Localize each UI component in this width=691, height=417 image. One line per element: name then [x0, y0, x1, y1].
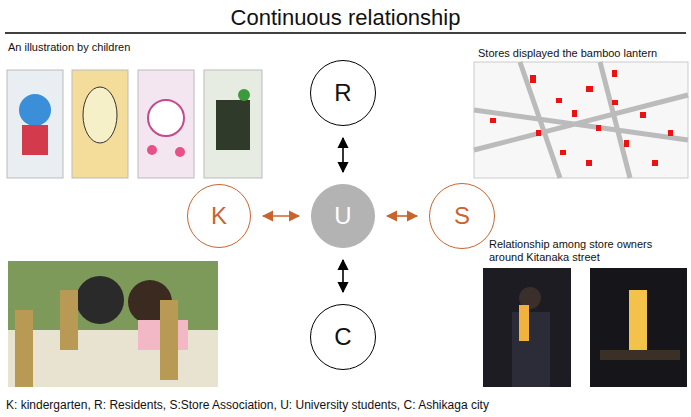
- caption-note: An illustration by children: [8, 41, 258, 54]
- node-letter: K: [211, 204, 227, 228]
- lantern-photos: [483, 268, 687, 387]
- relation-arrow: [342, 138, 344, 172]
- drawing-figure: [148, 100, 184, 136]
- bamboo: [15, 310, 33, 387]
- node-letter: R: [334, 81, 351, 105]
- map-ground: [474, 62, 688, 178]
- node-letter: C: [334, 325, 351, 349]
- relation-circle: K: [187, 184, 251, 248]
- relation-arrow: [342, 260, 344, 292]
- drawing-card: [204, 70, 262, 178]
- bamboo: [60, 290, 78, 350]
- photo-ground: [600, 350, 680, 360]
- store-marks: [490, 70, 673, 166]
- relation-circle: S: [429, 183, 495, 249]
- drawing-figure: [175, 147, 185, 157]
- drawing-figure: [238, 89, 250, 101]
- drawing-card: [72, 70, 128, 178]
- caption-note: Stores displayed the bamboo lantern: [478, 47, 688, 60]
- drawing-figure: [147, 145, 157, 155]
- photo-ground: [590, 268, 687, 387]
- relation-circle: C: [310, 304, 376, 370]
- relation-arrow: [387, 215, 417, 217]
- drawing-figure: [19, 94, 51, 126]
- kids-photo: [8, 261, 218, 387]
- children-drawings: [7, 70, 262, 178]
- relation-arrow: [263, 215, 299, 217]
- drawing-card: [7, 70, 63, 178]
- caption-note: K: kindergarten, R: Residents, S:Store A…: [6, 398, 686, 412]
- title-rule: [5, 32, 686, 34]
- photo-ground: [483, 268, 571, 387]
- photo-person: [76, 276, 124, 324]
- photo-person: [512, 312, 550, 387]
- drawing-figure: [22, 125, 48, 155]
- lantern: [629, 290, 647, 350]
- caption-note: Relationship among store owners around K…: [489, 238, 681, 264]
- drawing-figure: [83, 87, 117, 143]
- node-letter: S: [454, 204, 470, 228]
- store-map: [474, 62, 688, 178]
- node-letter: U: [334, 204, 351, 228]
- diagram-title: Continuous relationship: [0, 5, 691, 31]
- photo-ground: [8, 261, 218, 387]
- drawing-figure: [216, 100, 250, 150]
- map-street: [474, 62, 688, 178]
- relation-circle: U: [311, 184, 375, 248]
- drawing-card: [138, 70, 194, 178]
- relation-circle: R: [310, 60, 376, 126]
- bamboo: [160, 300, 178, 380]
- lantern: [519, 305, 529, 341]
